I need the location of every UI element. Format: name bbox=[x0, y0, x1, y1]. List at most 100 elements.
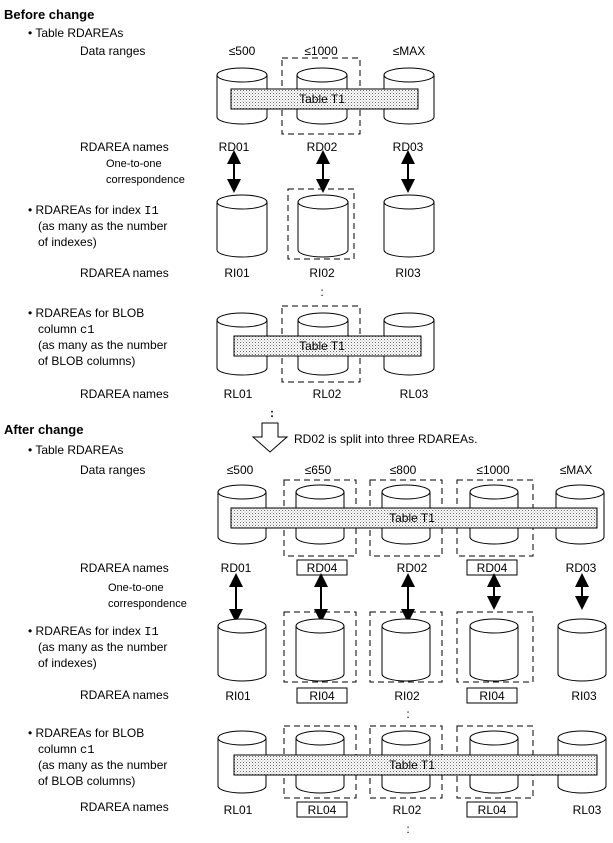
before-ellipsis-1: : bbox=[320, 285, 324, 299]
bullet-icon: • bbox=[28, 26, 33, 40]
cylinder-ri03 bbox=[383, 194, 435, 258]
before-range-3: ≤MAX bbox=[392, 44, 426, 58]
after-table-rdareas-label: • Table RDAREAs bbox=[28, 443, 124, 457]
before-ellipsis-2: : bbox=[270, 406, 274, 420]
after-blob-name-boxes bbox=[296, 801, 518, 818]
bullet-icon: • bbox=[28, 203, 33, 217]
after-data-ranges-label: Data ranges bbox=[80, 463, 146, 477]
split-arrow-icon bbox=[251, 422, 289, 453]
cylinder-ri01 bbox=[216, 194, 268, 258]
after-name-rl04-b: RL04 bbox=[477, 803, 507, 817]
after-ellipsis-1: : bbox=[406, 707, 410, 721]
before-heading: Before change bbox=[4, 7, 95, 22]
after-range-2: ≤650 bbox=[304, 463, 332, 477]
before-index-label-2: (as many as the number bbox=[38, 219, 168, 233]
after-table-t1-bar bbox=[230, 507, 598, 529]
after-blob-label-1: • RDAREAs for BLOB bbox=[28, 726, 145, 740]
cylinder-ri01-after bbox=[217, 618, 267, 682]
after-index-label-1: • RDAREAs for index I1 bbox=[28, 624, 159, 639]
after-name-rl01: RL01 bbox=[223, 803, 253, 817]
after-name-rl02: RL02 bbox=[392, 803, 422, 817]
after-correspondence-1: One-to-one bbox=[108, 582, 164, 594]
before-index-label-1: • RDAREAs for index I1 bbox=[28, 203, 159, 218]
after-name-rl03: RL03 bbox=[572, 803, 602, 817]
bullet-icon: • bbox=[28, 726, 33, 740]
before-table-t1-bar bbox=[230, 88, 419, 110]
after-index-dashed-boxes bbox=[283, 611, 534, 683]
after-name-ri03: RI03 bbox=[571, 689, 597, 703]
after-heading: After change bbox=[4, 422, 84, 437]
after-name-rd04-a: RD04 bbox=[306, 561, 338, 575]
after-index-name-boxes bbox=[296, 687, 518, 704]
before-index-cylinders bbox=[216, 194, 435, 258]
before-correspondence-2: correspondence bbox=[106, 174, 185, 186]
after-range-4: ≤1000 bbox=[476, 463, 510, 477]
after-name-ri01: RI01 bbox=[225, 689, 251, 703]
cylinder-ri02-after bbox=[381, 618, 431, 682]
after-name-rl04-a: RL04 bbox=[307, 803, 337, 817]
before-name-ri02: RI02 bbox=[309, 266, 335, 280]
before-correspondence-arrows bbox=[227, 150, 415, 193]
before-correspondence-1: One-to-one bbox=[106, 158, 162, 170]
before-blob-table-t1-bar bbox=[233, 335, 422, 357]
after-blob-label-2: column c1 bbox=[38, 742, 95, 757]
before-index-names-label: RDAREA names bbox=[80, 266, 169, 280]
cylinder-ri03-after bbox=[557, 618, 607, 682]
after-correspondence-2: correspondence bbox=[108, 598, 187, 610]
before-range-1: ≤500 bbox=[228, 44, 256, 58]
bullet-icon: • bbox=[28, 306, 33, 320]
after-name-ri04-b: RI04 bbox=[479, 689, 505, 703]
after-table-t1-label: Table T1 bbox=[389, 511, 435, 525]
before-name-rl03: RL03 bbox=[399, 387, 429, 401]
before-blob-label-1: • RDAREAs for BLOB bbox=[28, 306, 145, 320]
after-index-label-3: of indexes) bbox=[38, 656, 97, 670]
before-table-t1-label: Table T1 bbox=[299, 92, 345, 106]
before-index-dashed-box bbox=[287, 188, 355, 260]
before-range-2: ≤1000 bbox=[304, 44, 338, 58]
after-name-rd02: RD02 bbox=[396, 561, 428, 575]
after-range-1: ≤500 bbox=[226, 463, 254, 477]
before-rdarea-names-label: RDAREA names bbox=[80, 140, 169, 154]
before-index-label-3: of indexes) bbox=[38, 235, 97, 249]
before-name-ri03: RI03 bbox=[395, 266, 421, 280]
cylinder-ri02 bbox=[297, 194, 349, 258]
after-name-rd01: RD01 bbox=[220, 561, 252, 575]
after-ellipsis-2: : bbox=[406, 822, 410, 836]
after-name-ri02: RI02 bbox=[394, 689, 420, 703]
before-name-rd02: RD02 bbox=[306, 140, 338, 154]
before-name-rd03: RD03 bbox=[392, 140, 424, 154]
before-blob-label-2: column c1 bbox=[38, 322, 95, 337]
after-rdarea-names-label: RDAREA names bbox=[80, 561, 169, 575]
before-data-ranges-label: Data ranges bbox=[80, 44, 146, 58]
before-blob-names-label: RDAREA names bbox=[80, 387, 169, 401]
after-name-rd04-b: RD04 bbox=[476, 561, 508, 575]
before-blob-cylinders bbox=[216, 312, 435, 376]
before-name-rl01: RL01 bbox=[223, 387, 253, 401]
after-blob-table-t1-label: Table T1 bbox=[389, 758, 435, 772]
cylinder-ri04-b bbox=[469, 618, 519, 682]
after-correspondence-arrows bbox=[229, 573, 589, 623]
before-name-rl02: RL02 bbox=[312, 387, 342, 401]
before-blob-table-t1-label: Table T1 bbox=[299, 339, 345, 353]
before-blob-label-3: (as many as the number bbox=[38, 338, 168, 352]
after-index-label-2: (as many as the number bbox=[38, 640, 168, 654]
cylinder-ri04-a bbox=[295, 618, 345, 682]
after-blob-names-label: RDAREA names bbox=[80, 800, 169, 814]
before-blob-label-4: of BLOB columns) bbox=[38, 354, 136, 368]
after-blob-label-4: of BLOB columns) bbox=[38, 774, 136, 788]
after-blob-label-3: (as many as the number bbox=[38, 758, 168, 772]
bullet-icon: • bbox=[28, 443, 33, 457]
bullet-icon: • bbox=[28, 624, 33, 638]
split-note: RD02 is split into three RDAREAs. bbox=[294, 432, 478, 446]
after-name-ri04-a: RI04 bbox=[309, 689, 335, 703]
before-name-rd01: RD01 bbox=[218, 140, 250, 154]
before-name-ri01: RI01 bbox=[224, 266, 250, 280]
cylinder-rd04-b bbox=[469, 484, 519, 545]
after-range-3: ≤800 bbox=[389, 463, 417, 477]
after-blob-table-t1-bar bbox=[233, 754, 598, 776]
after-index-names-label: RDAREA names bbox=[80, 688, 169, 702]
after-name-rd03: RD03 bbox=[565, 561, 597, 575]
after-range-5: ≤MAX bbox=[559, 463, 593, 477]
before-table-rdareas-label: • Table RDAREAs bbox=[28, 26, 124, 40]
